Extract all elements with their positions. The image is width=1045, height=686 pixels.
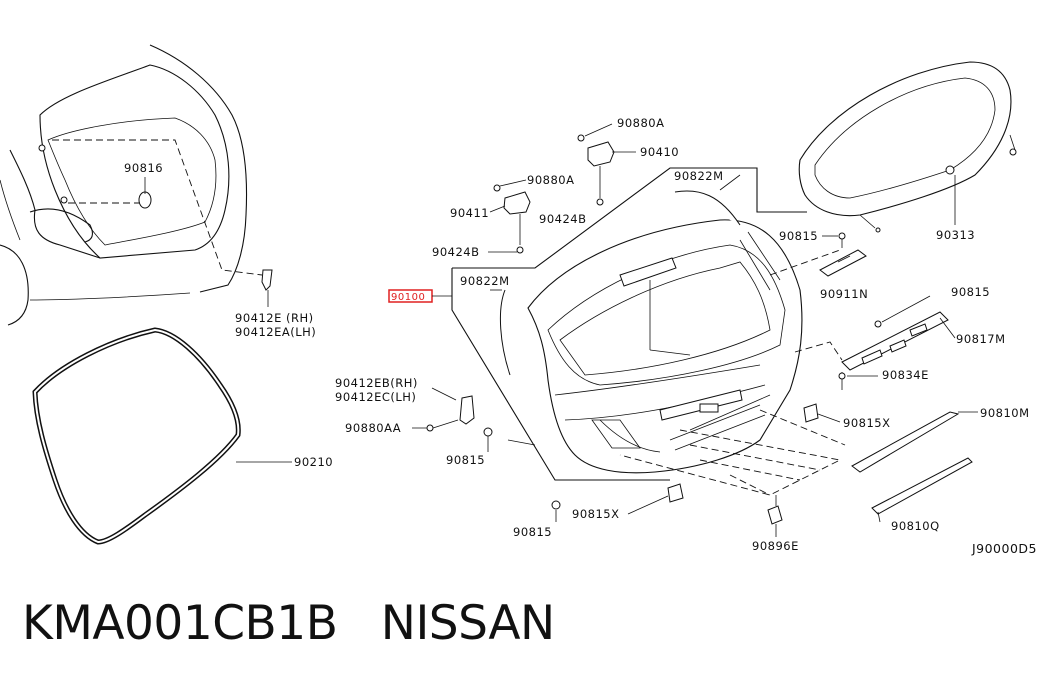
label-90822m-2: 90822M [460, 274, 510, 288]
label-90424b-2: 90424B [432, 245, 479, 259]
label-90815-1: 90815 [446, 453, 485, 467]
label-90815-4: 90815 [951, 285, 990, 299]
label-90815-2: 90815 [513, 525, 552, 539]
car-body-illustration [0, 44, 273, 326]
highlight-label-90100: 90100 [391, 292, 425, 303]
label-90816: 90816 [124, 161, 163, 175]
back-door-assembly [451, 167, 807, 481]
glass-90313 [798, 61, 1017, 233]
part-number: KMA001CB1B [22, 596, 338, 651]
label-90815x-1: 90815X [572, 507, 619, 521]
label-90410: 90410 [640, 145, 679, 159]
label-90313: 90313 [936, 228, 975, 242]
label-90834e: 90834E [882, 368, 929, 382]
label-90411: 90411 [450, 206, 489, 220]
label-90880a-2: 90880A [527, 173, 574, 187]
parts-diagram: 90100 [0, 44, 1030, 553]
label-90817m: 90817M [956, 332, 1006, 346]
label-90810m: 90810M [980, 406, 1030, 420]
label-90815-3: 90815 [779, 229, 818, 243]
label-90880a-1: 90880A [617, 116, 664, 130]
label-90822m-1: 90822M [674, 169, 724, 183]
label-90911n: 90911N [820, 287, 868, 301]
label-90412ec: 90412EC(LH) [335, 390, 416, 404]
label-90412ea: 90412EA(LH) [235, 325, 316, 339]
label-90412eb: 90412EB(RH) [335, 376, 418, 390]
diagram-code: J90000D5 [971, 541, 1037, 556]
label-90210: 90210 [294, 455, 333, 469]
label-90896e: 90896E [752, 539, 799, 553]
part-caption: KMA001CB1B NISSAN [22, 596, 555, 651]
label-90810q: 90810Q [891, 519, 940, 533]
label-90815x-2: 90815X [843, 416, 890, 430]
label-90880aa: 90880AA [345, 421, 401, 435]
hinge-parts [412, 123, 636, 452]
weatherstrip-90210 [32, 327, 292, 545]
label-90412e: 90412E (RH) [235, 311, 314, 325]
label-90424b-1: 90424B [539, 212, 586, 226]
brand-name: NISSAN [380, 596, 555, 651]
